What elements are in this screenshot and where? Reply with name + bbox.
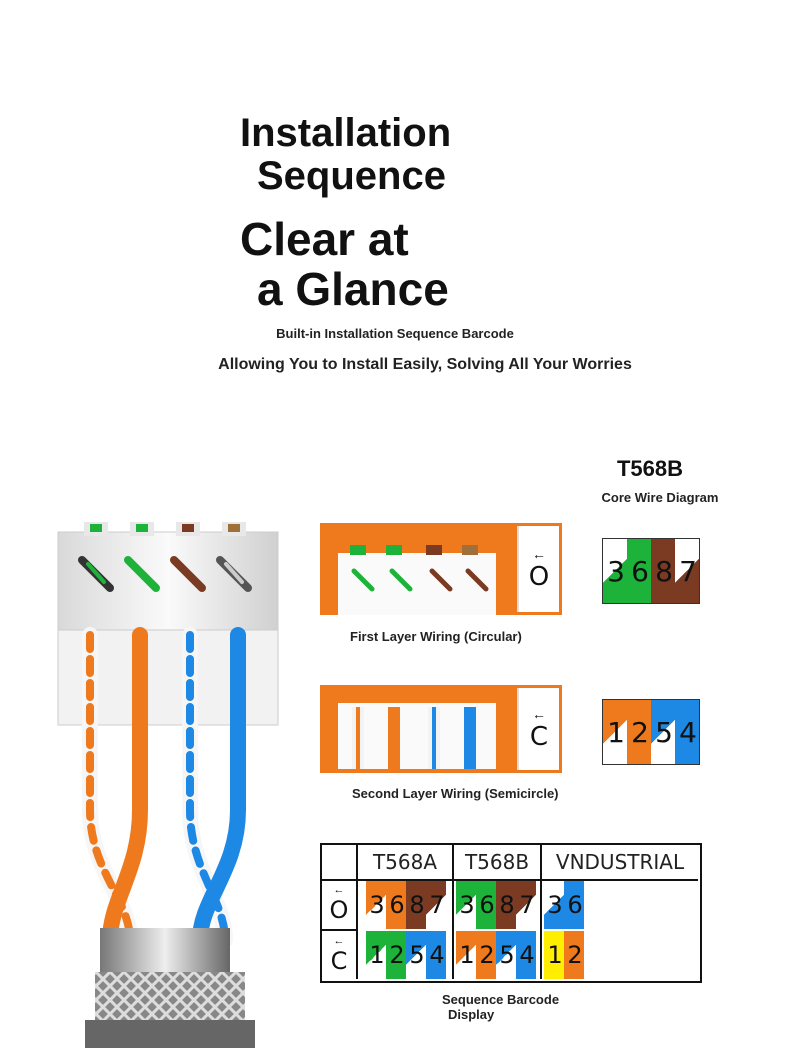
row-mark-o: O <box>329 896 349 924</box>
subtitle: Built-in Installation Sequence Barcode <box>276 326 514 341</box>
diagram-title: T568B <box>616 456 684 481</box>
sequence-barcode-table: ← O ← C T568A T568B VNDUSTRIAL 3 6 8 7 1… <box>320 843 702 983</box>
arrow-icon: ← <box>532 546 546 562</box>
second-layer-jack-icon <box>338 703 496 769</box>
wire-cell: 2 <box>476 931 496 979</box>
wire-cell: 5 <box>496 931 516 979</box>
heading-block-2: Clear at a Glance <box>240 214 500 314</box>
first-layer-strip: 3 6 8 7 <box>602 538 700 604</box>
sequence-caption-line-1: Sequence Barcode <box>442 992 560 1007</box>
first-layer-panel: ← O <box>320 523 562 615</box>
wire-cell: 5 <box>651 700 675 764</box>
wire-cell: 6 <box>386 881 406 929</box>
heading-block: Installation Sequence <box>240 112 500 198</box>
arrow-icon: ← <box>333 935 345 947</box>
diagram-subtitle: Core Wire Diagram <box>601 490 719 505</box>
row-mark-second: ← C <box>322 931 358 979</box>
wire-cell: 5 <box>406 931 426 979</box>
tagline: Allowing You to Install Easily, Solving … <box>218 356 632 373</box>
wire-cell: 3 <box>603 539 627 603</box>
wire-cell: 6 <box>476 881 496 929</box>
t568a-bottom-row: 1 2 5 4 <box>366 931 446 979</box>
wire-cell: 6 <box>564 881 584 929</box>
wire-cell: 3 <box>544 881 564 929</box>
row-mark-c: C <box>330 947 348 975</box>
first-layer-jack-icon <box>338 545 496 615</box>
keystone-jack-illustration <box>57 522 279 1048</box>
wire-cell: 1 <box>366 931 386 979</box>
wire-cell: 4 <box>426 931 446 979</box>
wire-cell: 7 <box>675 539 699 603</box>
wire-cell: 1 <box>544 931 564 979</box>
divider <box>452 879 454 979</box>
wire-cell: 7 <box>426 881 446 929</box>
wire-cell: 4 <box>516 931 536 979</box>
second-layer-mark: C <box>529 722 549 752</box>
corner-cell <box>322 845 358 881</box>
heading-line-2: Sequence <box>257 154 446 198</box>
second-layer-marker: ← C <box>517 688 559 770</box>
wire-cell: 4 <box>675 700 699 764</box>
wire-cell: 8 <box>496 881 516 929</box>
first-layer-mark: O <box>528 562 550 592</box>
wire-cell: 2 <box>564 931 584 979</box>
column-header-t568b: T568B <box>454 845 542 881</box>
t568a-top-row: 3 6 8 7 <box>366 881 446 929</box>
wire-cell: 2 <box>386 931 406 979</box>
vndustrial-top-row: 3 6 <box>544 881 584 929</box>
second-layer-panel: ← C <box>320 685 562 773</box>
wire-cell: 3 <box>456 881 476 929</box>
first-layer-marker: ← O <box>517 526 559 612</box>
wire-cell: 3 <box>366 881 386 929</box>
first-layer-caption: First Layer Wiring (Circular) <box>350 629 522 644</box>
sequence-caption-line-2: Display <box>448 1007 495 1022</box>
arrow-icon: ← <box>532 706 546 722</box>
column-header-t568a: T568A <box>358 845 454 881</box>
heading-line-4: a Glance <box>257 263 449 315</box>
vndustrial-bottom-row: 1 2 <box>544 931 584 979</box>
wire-cell: 1 <box>603 700 627 764</box>
t568b-bottom-row: 1 2 5 4 <box>456 931 536 979</box>
second-layer-strip: 1 2 5 4 <box>602 699 700 765</box>
divider <box>540 879 542 979</box>
column-header-vndustrial: VNDUSTRIAL <box>542 845 698 881</box>
sequence-caption: Sequence Barcode Display <box>442 992 559 1022</box>
wire-cell: 6 <box>627 539 651 603</box>
wire-cell: 8 <box>406 881 426 929</box>
t568b-top-row: 3 6 8 7 <box>456 881 536 929</box>
wire-cell: 7 <box>516 881 536 929</box>
second-layer-caption: Second Layer Wiring (Semicircle) <box>352 786 559 801</box>
wire-cell: 2 <box>627 700 651 764</box>
heading-line-1: Installation <box>240 111 452 155</box>
wire-cell: 8 <box>651 539 675 603</box>
wire-cell: 1 <box>456 931 476 979</box>
heading-line-3: Clear at <box>240 213 409 265</box>
row-mark-first: ← O <box>322 879 358 931</box>
arrow-icon: ← <box>333 884 345 896</box>
